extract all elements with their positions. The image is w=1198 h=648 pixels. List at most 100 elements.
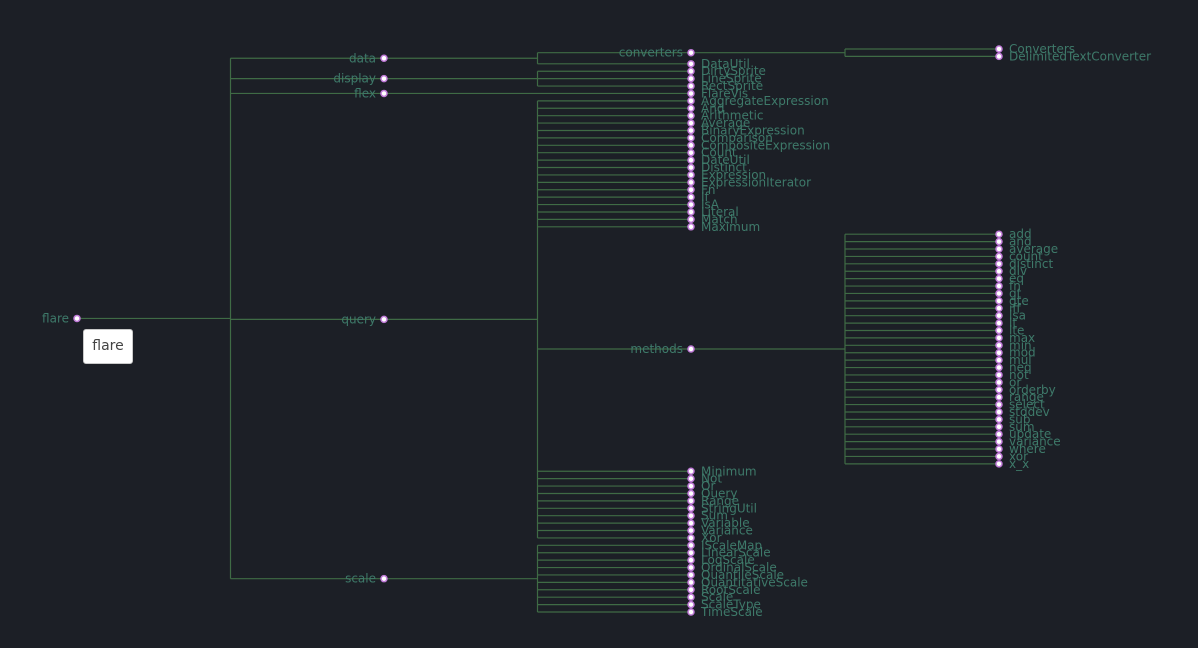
node-expressioniterator-dot[interactable] [687,178,695,187]
node-dirtysprite-dot[interactable] [687,67,695,75]
node-or-dot[interactable] [995,378,1003,387]
node-quantilescale-dot[interactable] [687,571,695,579]
node-mul-dot[interactable] [995,356,1003,364]
node-variable-dot[interactable] [687,519,695,527]
node-or-dot[interactable] [687,482,695,490]
node-and-dot[interactable] [687,104,695,113]
node-div-dot[interactable] [995,267,1003,275]
node-ordinalscale-dot[interactable] [687,563,695,572]
node-methods-dot[interactable] [687,345,695,353]
node-update-dot[interactable] [995,430,1003,438]
node-fn-dot[interactable] [687,186,695,194]
node-query-dot[interactable] [687,489,695,498]
node-x-x-dot[interactable] [995,460,1003,468]
node-scale-dot[interactable] [687,593,695,601]
node-mod-dot[interactable] [995,348,1003,357]
node-stddev-dot[interactable] [995,408,1003,416]
node-data-dot[interactable] [380,54,388,63]
node-display-dot[interactable] [380,74,388,83]
node-average-dot[interactable] [995,245,1003,253]
node-if-dot[interactable] [687,193,695,201]
node-sum-dot[interactable] [687,511,695,520]
node-min-dot[interactable] [995,341,1003,350]
node-flex-dot[interactable] [380,89,388,98]
node-lte-label: lte [1009,324,1024,338]
node-iff-dot[interactable] [995,304,1003,313]
node-maximum-dot[interactable] [687,223,695,231]
node-flare-dot[interactable] [73,314,81,323]
node-quantitativescale-label: QuantitativeScale [701,575,808,589]
node-range-dot[interactable] [995,393,1003,401]
node-dateutil-dot[interactable] [687,156,695,164]
node-linearscale-dot[interactable] [687,548,695,557]
node-variance-dot[interactable] [995,437,1003,446]
node-match-dot[interactable] [687,215,695,224]
node-lt-label: lt [1009,316,1017,330]
node-binaryexpression-dot[interactable] [687,126,695,135]
node-sub-label: sub [1009,412,1030,426]
node-not-dot[interactable] [687,474,695,483]
node-compositeexpression-dot[interactable] [687,141,695,150]
node-flex-label: flex [354,86,376,100]
node-rootscale-dot[interactable] [687,586,695,594]
node-expression-dot[interactable] [687,171,695,179]
node-add-label: add [1009,227,1032,241]
node-converters-dot[interactable] [995,45,1003,53]
tree-nodes: ConvertersDelimitedTextConverterconverte… [42,42,1151,619]
node-sub-dot[interactable] [995,415,1003,424]
node-and-dot[interactable] [995,237,1003,246]
node-orderby-label: orderby [1009,383,1056,397]
node-linesprite-dot[interactable] [687,74,695,83]
node-eq-dot[interactable] [995,274,1003,283]
node-flarevis-dot[interactable] [687,89,695,98]
node-select-dot[interactable] [995,400,1003,409]
node-aggregateexpression-dot[interactable] [687,97,695,105]
node-distinct-dot[interactable] [995,260,1003,268]
node-not-dot[interactable] [995,371,1003,379]
node-quantilescale-label: QuantileScale [701,568,784,582]
node-datautil-dot[interactable] [687,60,695,68]
node-logscale-dot[interactable] [687,556,695,564]
node-isa-dot[interactable] [687,200,695,209]
node-rectsprite-dot[interactable] [687,82,695,90]
node-where-label: where [1009,442,1046,456]
node-gt-label: gt [1009,286,1022,300]
node-literal-dot[interactable] [687,208,695,216]
node-lte-dot[interactable] [995,326,1003,335]
node-isa-dot[interactable] [995,311,1003,320]
node-timescale-dot[interactable] [687,608,695,616]
node-where-dot[interactable] [995,445,1003,453]
node-scale-dot[interactable] [380,574,388,583]
node-stringutil-dot[interactable] [687,504,695,513]
node-xor-dot[interactable] [687,534,695,542]
node-converters-dot[interactable] [687,48,695,57]
node-orderby-dot[interactable] [995,386,1003,394]
node-max-dot[interactable] [995,334,1003,342]
node-count-dot[interactable] [995,252,1003,261]
node-neq-dot[interactable] [995,363,1003,372]
node-gt-dot[interactable] [995,289,1003,298]
node-count-dot[interactable] [687,148,695,157]
node-binaryexpression-label: BinaryExpression [701,123,805,137]
node-query-dot[interactable] [380,315,388,324]
node-scaletype-dot[interactable] [687,600,695,609]
node-range-dot[interactable] [687,497,695,505]
node-delimitedtextconverter-dot[interactable] [995,52,1003,61]
node-iscalemap-dot[interactable] [687,541,695,550]
node-add-dot[interactable] [995,230,1003,238]
node-comparison-dot[interactable] [687,134,695,142]
node-min-label: min [1009,338,1032,352]
node-eq-label: eq [1009,272,1024,286]
node-quantitativescale-dot[interactable] [687,578,695,587]
node-fn-dot[interactable] [995,282,1003,290]
node-xor-label: xor [1009,449,1028,463]
node-variance-dot[interactable] [687,526,695,535]
node-xor-dot[interactable] [995,452,1003,461]
node-gte-dot[interactable] [995,297,1003,305]
node-distinct-dot[interactable] [687,163,695,172]
node-minimum-dot[interactable] [687,467,695,475]
node-average-dot[interactable] [687,119,695,127]
node-lt-dot[interactable] [995,319,1003,327]
node-arithmetic-dot[interactable] [687,111,695,120]
node-sum-dot[interactable] [995,423,1003,431]
